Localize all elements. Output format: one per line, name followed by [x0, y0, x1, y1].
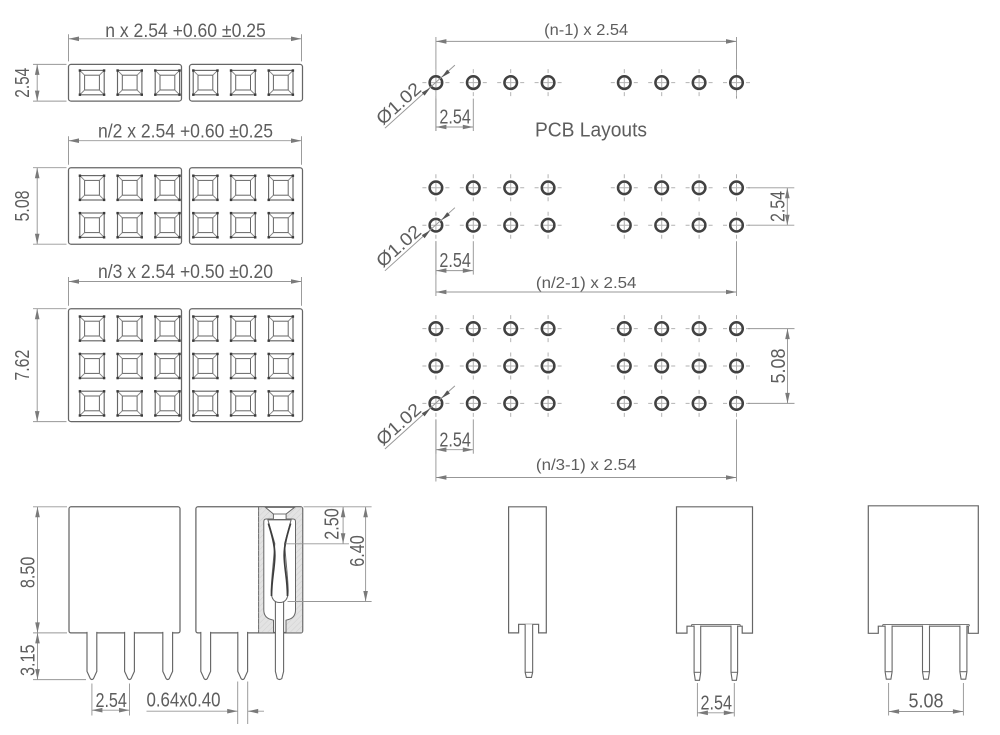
svg-text:0.64x0.40: 0.64x0.40 [147, 690, 221, 712]
svg-text:(n-1) x 2.54: (n-1) x 2.54 [544, 22, 628, 39]
svg-text:PCB Layouts: PCB Layouts [535, 120, 647, 142]
svg-text:7.62: 7.62 [12, 350, 34, 381]
svg-text:n/3 x 2.54 +0.50 ±0.20: n/3 x 2.54 +0.50 ±0.20 [98, 261, 273, 283]
svg-text:2.54: 2.54 [12, 68, 34, 98]
svg-text:(n/2-1) x 2.54: (n/2-1) x 2.54 [536, 275, 637, 292]
svg-text:5.08: 5.08 [768, 349, 790, 384]
svg-text:2.54: 2.54 [439, 429, 471, 451]
svg-text:2.54: 2.54 [701, 693, 733, 715]
svg-text:2.50: 2.50 [321, 508, 343, 540]
svg-text:2.54: 2.54 [439, 106, 471, 128]
svg-text:6.40: 6.40 [347, 535, 369, 567]
svg-text:3.15: 3.15 [18, 645, 40, 677]
svg-text:5.08: 5.08 [12, 190, 34, 221]
svg-text:5.08: 5.08 [909, 691, 944, 713]
svg-text:n/2 x 2.54 +0.60 ±0.25: n/2 x 2.54 +0.60 ±0.25 [98, 120, 273, 142]
svg-text:(n/3-1) x 2.54: (n/3-1) x 2.54 [536, 457, 637, 474]
svg-text:8.50: 8.50 [18, 557, 40, 589]
svg-text:2.54: 2.54 [95, 690, 127, 712]
svg-text:2.54: 2.54 [439, 250, 471, 272]
svg-text:2.54: 2.54 [768, 191, 790, 222]
